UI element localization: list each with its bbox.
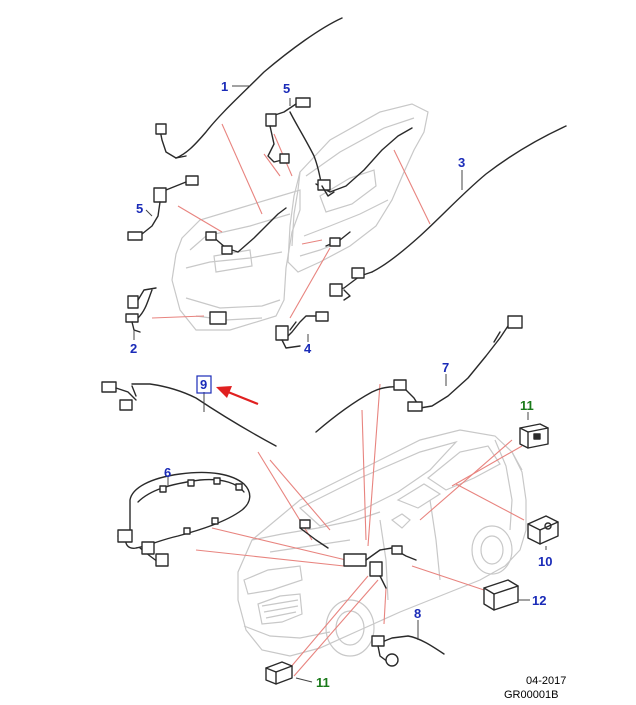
- front-door-cable: [315, 127, 413, 247]
- callout-6[interactable]: 6: [164, 465, 171, 480]
- door-panels-outline: [171, 103, 429, 331]
- callout-7[interactable]: 7: [442, 360, 449, 375]
- vehicle-outline: [237, 429, 527, 657]
- part-7-cable: [315, 315, 523, 433]
- part-12-module: [483, 579, 519, 611]
- footer-code: GR00001B: [504, 689, 558, 701]
- part-1-cable: [155, 17, 343, 159]
- callout-5-left[interactable]: 5: [136, 201, 143, 216]
- part-4-harness: [275, 311, 329, 349]
- callout-2[interactable]: 2: [130, 341, 137, 356]
- callout-5-upper[interactable]: 5: [283, 81, 290, 96]
- part-6-harness: [117, 471, 251, 567]
- footer-date: 04-2017: [526, 675, 566, 687]
- callout-9[interactable]: 9: [200, 377, 207, 392]
- callout-1[interactable]: 1: [221, 79, 228, 94]
- red-arrow: [216, 386, 259, 406]
- callout-12[interactable]: 12: [532, 593, 546, 608]
- central-harness-connectors: [299, 519, 417, 589]
- callout-8[interactable]: 8: [414, 606, 421, 621]
- part-5-left-harness: [127, 175, 199, 241]
- callout-3[interactable]: 3: [458, 155, 465, 170]
- rear-door-cable: [205, 207, 287, 255]
- part-2-harness: [125, 287, 227, 333]
- harness-parts: [101, 17, 567, 685]
- callout-4[interactable]: 4: [304, 341, 312, 356]
- part-11-lower-module: [265, 661, 293, 685]
- part-11-upper-module: [519, 423, 549, 449]
- callout-ticks: [133, 85, 547, 683]
- part-8-cable: [371, 635, 445, 667]
- callout-9-highlight-box: [196, 375, 212, 394]
- callout-11-upper[interactable]: 11: [520, 398, 534, 413]
- footer: 04-2017 GR00001B: [504, 675, 566, 701]
- part-10-module: [527, 515, 559, 545]
- callout-11-lower[interactable]: 11: [316, 675, 330, 690]
- callout-10[interactable]: 10: [538, 554, 552, 569]
- part-5-upper-harness: [265, 97, 323, 189]
- part-9-cable: [101, 381, 277, 447]
- leader-lines: [151, 123, 525, 677]
- part-3-cable: [329, 125, 567, 301]
- callouts: 1 5 3 5 2 4 9 7 11 6 10 12 8 11: [130, 79, 552, 690]
